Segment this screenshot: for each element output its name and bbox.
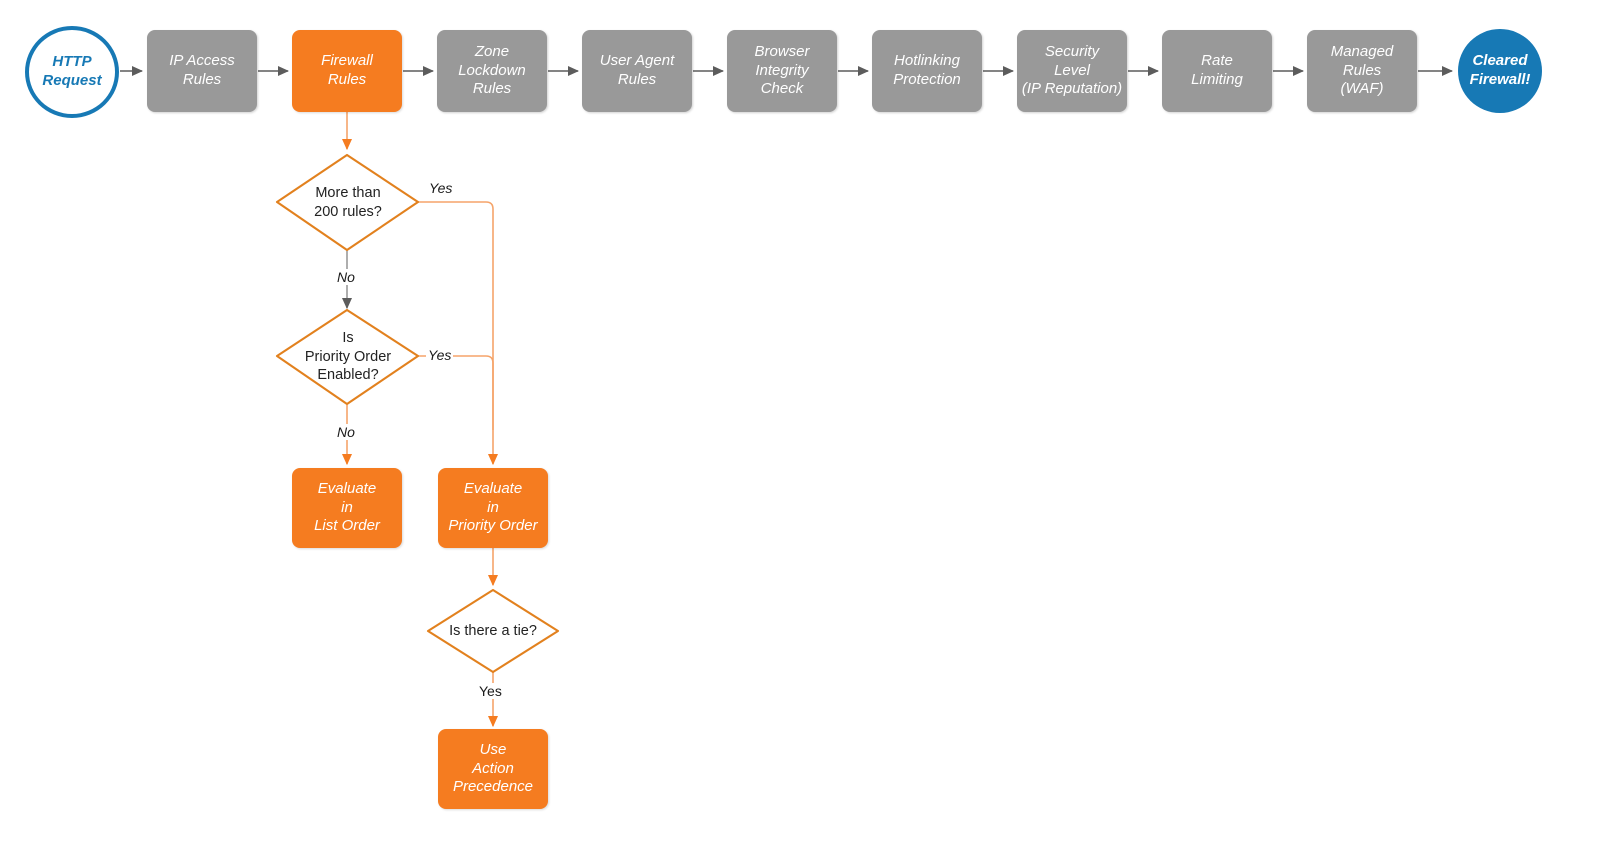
edge-yes-200-to-priority-order [418, 201, 499, 466]
edge-label-no-more-than-200: No [335, 269, 357, 285]
diamond-label: Is there a tie? [449, 622, 537, 639]
edge-label-no-priority-order: No [335, 424, 357, 440]
edge-label-yes-priority-order: Yes [426, 347, 454, 363]
edge-label-yes-more-than-200: Yes [427, 180, 455, 196]
edge-label-yes-is-there-a-tie: Yes [477, 683, 504, 699]
edge-yes-priority-to-trunk [418, 355, 494, 430]
node-is-there-a-tie[interactable]: Is there a tie? [428, 590, 558, 672]
